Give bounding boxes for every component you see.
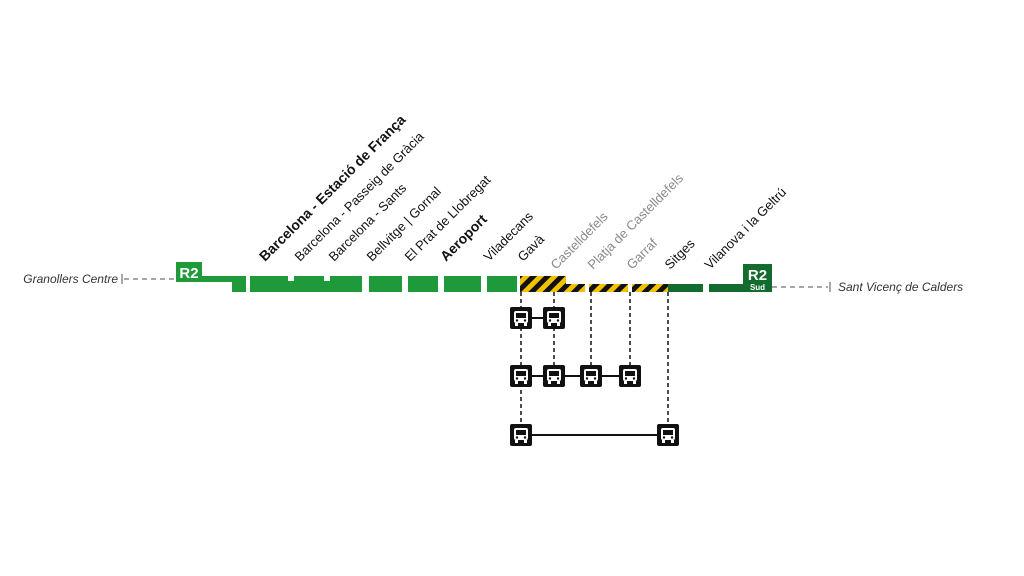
station-notch bbox=[585, 284, 589, 292]
bus-icon bbox=[543, 307, 565, 329]
track-segment bbox=[202, 276, 232, 282]
station-label: Garraf bbox=[624, 235, 661, 272]
line-badge-r2-label: R2 bbox=[179, 265, 198, 282]
station-notch bbox=[324, 276, 330, 281]
track-segment bbox=[408, 276, 438, 292]
track-segment bbox=[232, 276, 246, 292]
track-segment bbox=[250, 276, 362, 292]
track-segment-south bbox=[709, 284, 743, 292]
terminus-left: Granollers Centre bbox=[23, 272, 118, 286]
track-segment-south bbox=[668, 284, 703, 292]
track-segment bbox=[487, 276, 517, 292]
line-badge-r2: R2 bbox=[176, 262, 202, 282]
terminus-right: Sant Vicenç de Calders bbox=[838, 280, 963, 294]
bus-stops bbox=[510, 307, 679, 446]
bus-icon bbox=[619, 365, 641, 387]
right-continuation bbox=[772, 282, 831, 292]
left-continuation bbox=[121, 274, 176, 284]
station-notch bbox=[288, 276, 294, 281]
bus-icon bbox=[510, 365, 532, 387]
track bbox=[202, 276, 743, 292]
station-label: Gavà bbox=[515, 231, 548, 264]
bus-icon bbox=[580, 365, 602, 387]
bus-icon bbox=[657, 424, 679, 446]
station-notch bbox=[628, 284, 632, 292]
bus-icon bbox=[510, 307, 532, 329]
line-badge-r2-sud: R2 Sud bbox=[743, 264, 772, 292]
bus-icon bbox=[543, 365, 565, 387]
track-segment bbox=[444, 276, 481, 292]
bus-icon bbox=[510, 424, 532, 446]
station-label: Vilanova i la Geltrú bbox=[702, 185, 790, 273]
closed-section bbox=[520, 276, 668, 292]
track-segment bbox=[369, 276, 402, 292]
line-badge-r2-sud-label: R2 bbox=[748, 267, 767, 284]
station-label: Sitges bbox=[662, 236, 699, 273]
line-badge-r2-sud-sub: Sud bbox=[750, 283, 765, 292]
